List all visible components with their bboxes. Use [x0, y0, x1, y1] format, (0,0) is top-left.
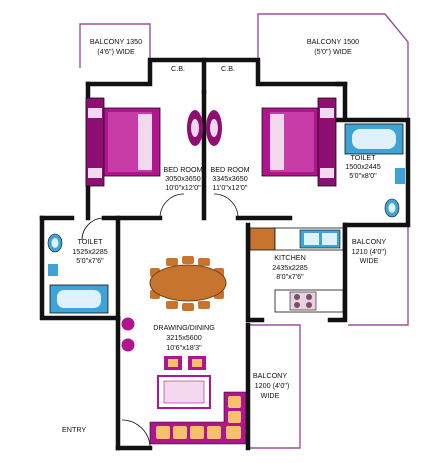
- door-arc-bed-left: [159, 193, 185, 219]
- label-entry: ENTRY: [62, 425, 86, 434]
- wall-right-toilet: [335, 81, 411, 228]
- label-drawing-dining-mm: 3215x5600: [166, 333, 202, 342]
- label-balcony-top-right-name: BALCONY 1500: [307, 37, 359, 46]
- label-balcony-top-right-size: (5'0") WIDE: [314, 47, 352, 56]
- walls: [39, 57, 411, 451]
- door-swings: [81, 193, 239, 449]
- bed-right: [261, 97, 337, 187]
- label-cb-right: C.B.: [221, 64, 235, 73]
- door-arc-entry: [121, 419, 151, 449]
- wall-kitchen-left: [245, 222, 265, 323]
- wall-kitchen-right: [327, 222, 348, 323]
- label-cb-left: C.B.: [171, 64, 185, 73]
- label-toilet-right-name: TOILET: [350, 153, 376, 162]
- label-kitchen-name: KITCHEN: [274, 253, 306, 262]
- door-arc-bed-right: [213, 193, 239, 219]
- label-bedroom-left-mm: 3050x3650: [165, 174, 201, 183]
- label-bedroom-right-name: BED ROOM: [210, 165, 249, 174]
- stools: [121, 317, 135, 352]
- dining-table-icon: [149, 264, 227, 302]
- label-kitchen-mm: 2435x2285: [272, 263, 308, 272]
- balcony-left-outline: [79, 23, 151, 68]
- label-toilet-right-mm: 1500x2445: [345, 162, 381, 171]
- label-drawing-dining-name: DRAWING/DINING: [153, 323, 215, 332]
- labels: BALCONY 1350 (4'6") WIDE BALCONY 1500 (5…: [62, 37, 386, 434]
- label-balcony-bottom-line3: WIDE: [261, 391, 280, 400]
- label-bedroom-right-ft: 11'0"x12'0": [213, 183, 248, 192]
- stove-icon: [289, 291, 317, 311]
- toilet-left-fixtures: [47, 233, 109, 314]
- toilet-right-fixtures: [344, 123, 405, 218]
- label-balcony-bottom-line2: 1200 (4'0"): [255, 381, 290, 390]
- label-balcony-left-size: (4'6") WIDE: [97, 47, 135, 56]
- label-toilet-left-ft: 5'0"x7'6": [76, 256, 104, 265]
- dining-table: [149, 256, 227, 311]
- chairs-center: [187, 110, 222, 146]
- label-balcony-right-line3: WIDE: [360, 256, 379, 265]
- label-toilet-left-name: TOILET: [77, 237, 103, 246]
- wall-left-toilet: [39, 215, 121, 321]
- label-drawing-dining-ft: 10'6"x18'3": [166, 343, 202, 352]
- bed-left: [85, 97, 161, 187]
- sofa-set: [149, 356, 247, 445]
- balcony-bottom-outline: [248, 324, 301, 449]
- door-arc-toilet-left: [81, 217, 105, 241]
- label-bedroom-left-name: BED ROOM: [163, 165, 202, 174]
- balcony-top-right-outline: [257, 13, 409, 326]
- counter-icon: [249, 227, 276, 251]
- kitchen-fixtures: [249, 227, 344, 313]
- label-balcony-right-name: BALCONY: [352, 237, 387, 246]
- label-balcony-right-line2: 1210 (4'0"): [352, 247, 387, 256]
- label-toilet-right-ft: 5'0"x8'0": [349, 171, 377, 180]
- label-toilet-left-mm: 1525x2285: [72, 247, 108, 256]
- label-balcony-bottom-name: BALCONY: [253, 371, 288, 380]
- balcony-outlines: [79, 13, 409, 449]
- label-balcony-left-name: BALCONY 1350: [90, 37, 142, 46]
- label-bedroom-right-mm: 3345x3650: [212, 174, 248, 183]
- wall-top: [85, 57, 348, 87]
- label-kitchen-ft: 8'0"x7'6": [276, 272, 304, 281]
- label-bedroom-left-ft: 10'0"x12'0": [165, 183, 201, 192]
